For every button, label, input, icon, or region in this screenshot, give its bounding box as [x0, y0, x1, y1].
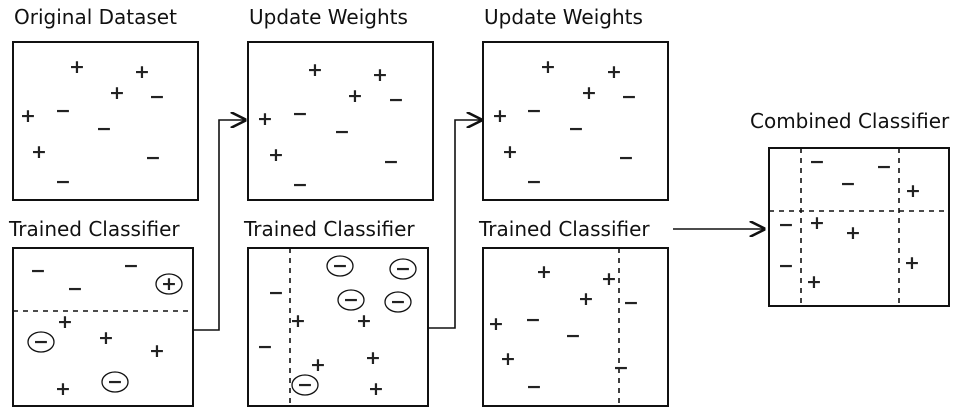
minus-sign: − — [55, 100, 71, 122]
plus-sign: + — [904, 252, 920, 274]
minus-sign: − — [149, 86, 165, 108]
title-original-dataset: Original Dataset — [14, 5, 177, 29]
plus-sign: + — [268, 144, 284, 166]
plus-sign: + — [307, 59, 323, 81]
minus-sign: − — [778, 255, 794, 277]
minus-sign: − — [334, 121, 350, 143]
plus-sign: + — [806, 271, 822, 293]
panel-trained-classifier-3: + + + − − + − + − − — [482, 247, 669, 407]
minus-sign: − — [30, 260, 46, 282]
minus-sign: − — [390, 291, 406, 313]
plus-sign: + — [905, 180, 921, 202]
minus-sign: − — [778, 214, 794, 236]
minus-sign: − — [292, 103, 308, 125]
minus-sign: − — [292, 174, 308, 196]
plus-sign: + — [310, 354, 326, 376]
minus-sign: − — [840, 173, 856, 195]
plus-sign: + — [845, 222, 861, 244]
arrow-to-update-weights-1 — [193, 120, 245, 331]
plus-sign: + — [149, 340, 165, 362]
minus-sign: − — [526, 171, 542, 193]
minus-sign: − — [568, 118, 584, 140]
plus-sign: + — [536, 261, 552, 283]
minus-sign: − — [257, 336, 273, 358]
plus-sign: + — [372, 64, 388, 86]
panel-trained-classifier-1: − − + − + − + + − + — [12, 247, 194, 407]
plus-sign: + — [356, 310, 372, 332]
minus-sign: − — [297, 374, 313, 396]
plus-sign: + — [20, 105, 36, 127]
plus-sign: + — [290, 310, 306, 332]
minus-sign: − — [343, 289, 359, 311]
title-trained-classifier-3: Trained Classifier — [478, 217, 650, 241]
panel-combined-classifier: − − − + − + + − + + — [768, 147, 950, 307]
title-combined-classifier: Combined Classifier — [750, 109, 950, 133]
panel-trained-classifier-2: − − − − − + + − + + − + — [247, 247, 429, 407]
plus-sign: + — [601, 268, 617, 290]
misclassified-circle — [155, 273, 183, 295]
minus-sign: − — [876, 156, 892, 178]
plus-sign: + — [55, 378, 71, 400]
arrow-to-update-weights-2 — [428, 120, 481, 329]
minus-sign: − — [33, 331, 49, 353]
misclassified-circle — [291, 374, 319, 396]
plus-sign: + — [347, 85, 363, 107]
minus-sign: − — [123, 255, 139, 277]
plus-sign: + — [578, 288, 594, 310]
plus-sign: + — [365, 347, 381, 369]
minus-sign: − — [67, 278, 83, 300]
minus-sign: − — [107, 371, 123, 393]
plus-sign: + — [488, 313, 504, 335]
minus-sign: − — [383, 151, 399, 173]
plus-sign: + — [109, 82, 125, 104]
title-trained-classifier-1: Trained Classifier — [8, 217, 180, 241]
minus-sign: − — [268, 282, 284, 304]
misclassified-circle — [101, 371, 129, 393]
minus-sign: − — [618, 147, 634, 169]
minus-sign: − — [526, 376, 542, 398]
minus-sign: − — [613, 357, 629, 379]
title-update-weights-1: Update Weights — [249, 5, 408, 29]
plus-sign: + — [581, 82, 597, 104]
plus-sign: + — [540, 56, 556, 78]
plus-sign: + — [134, 61, 150, 83]
plus-sign: + — [257, 108, 273, 130]
minus-sign: − — [145, 147, 161, 169]
minus-sign: − — [395, 258, 411, 280]
misclassified-circle — [384, 291, 412, 313]
minus-sign: − — [96, 118, 112, 140]
plus-sign: + — [492, 105, 508, 127]
misclassified-circle — [326, 255, 354, 277]
minus-sign: − — [388, 89, 404, 111]
plus-sign: + — [31, 141, 47, 163]
minus-sign: − — [332, 255, 348, 277]
title-update-weights-2: Update Weights — [484, 5, 643, 29]
minus-sign: − — [565, 325, 581, 347]
plus-sign: + — [606, 61, 622, 83]
minus-sign: − — [621, 86, 637, 108]
misclassified-circle — [337, 289, 365, 311]
plus-sign: + — [809, 212, 825, 234]
panel-update-weights-2: + + + − − + − + − − — [482, 41, 669, 201]
plus-sign: + — [57, 311, 73, 333]
panel-update-weights-1: + + + − − + − + − − — [247, 41, 434, 201]
plus-sign: + — [69, 56, 85, 78]
minus-sign: − — [809, 151, 825, 173]
minus-sign: − — [526, 100, 542, 122]
minus-sign: − — [55, 171, 71, 193]
misclassified-circle — [27, 331, 55, 353]
misclassified-circle — [389, 258, 417, 280]
minus-sign: − — [623, 292, 639, 314]
panel-original-dataset: + + + − − + − + − − — [12, 41, 199, 201]
plus-sign: + — [161, 273, 177, 295]
plus-sign: + — [368, 378, 384, 400]
minus-sign: − — [525, 309, 541, 331]
plus-sign: + — [502, 141, 518, 163]
plus-sign: + — [98, 327, 114, 349]
title-trained-classifier-2: Trained Classifier — [243, 217, 415, 241]
plus-sign: + — [500, 348, 516, 370]
